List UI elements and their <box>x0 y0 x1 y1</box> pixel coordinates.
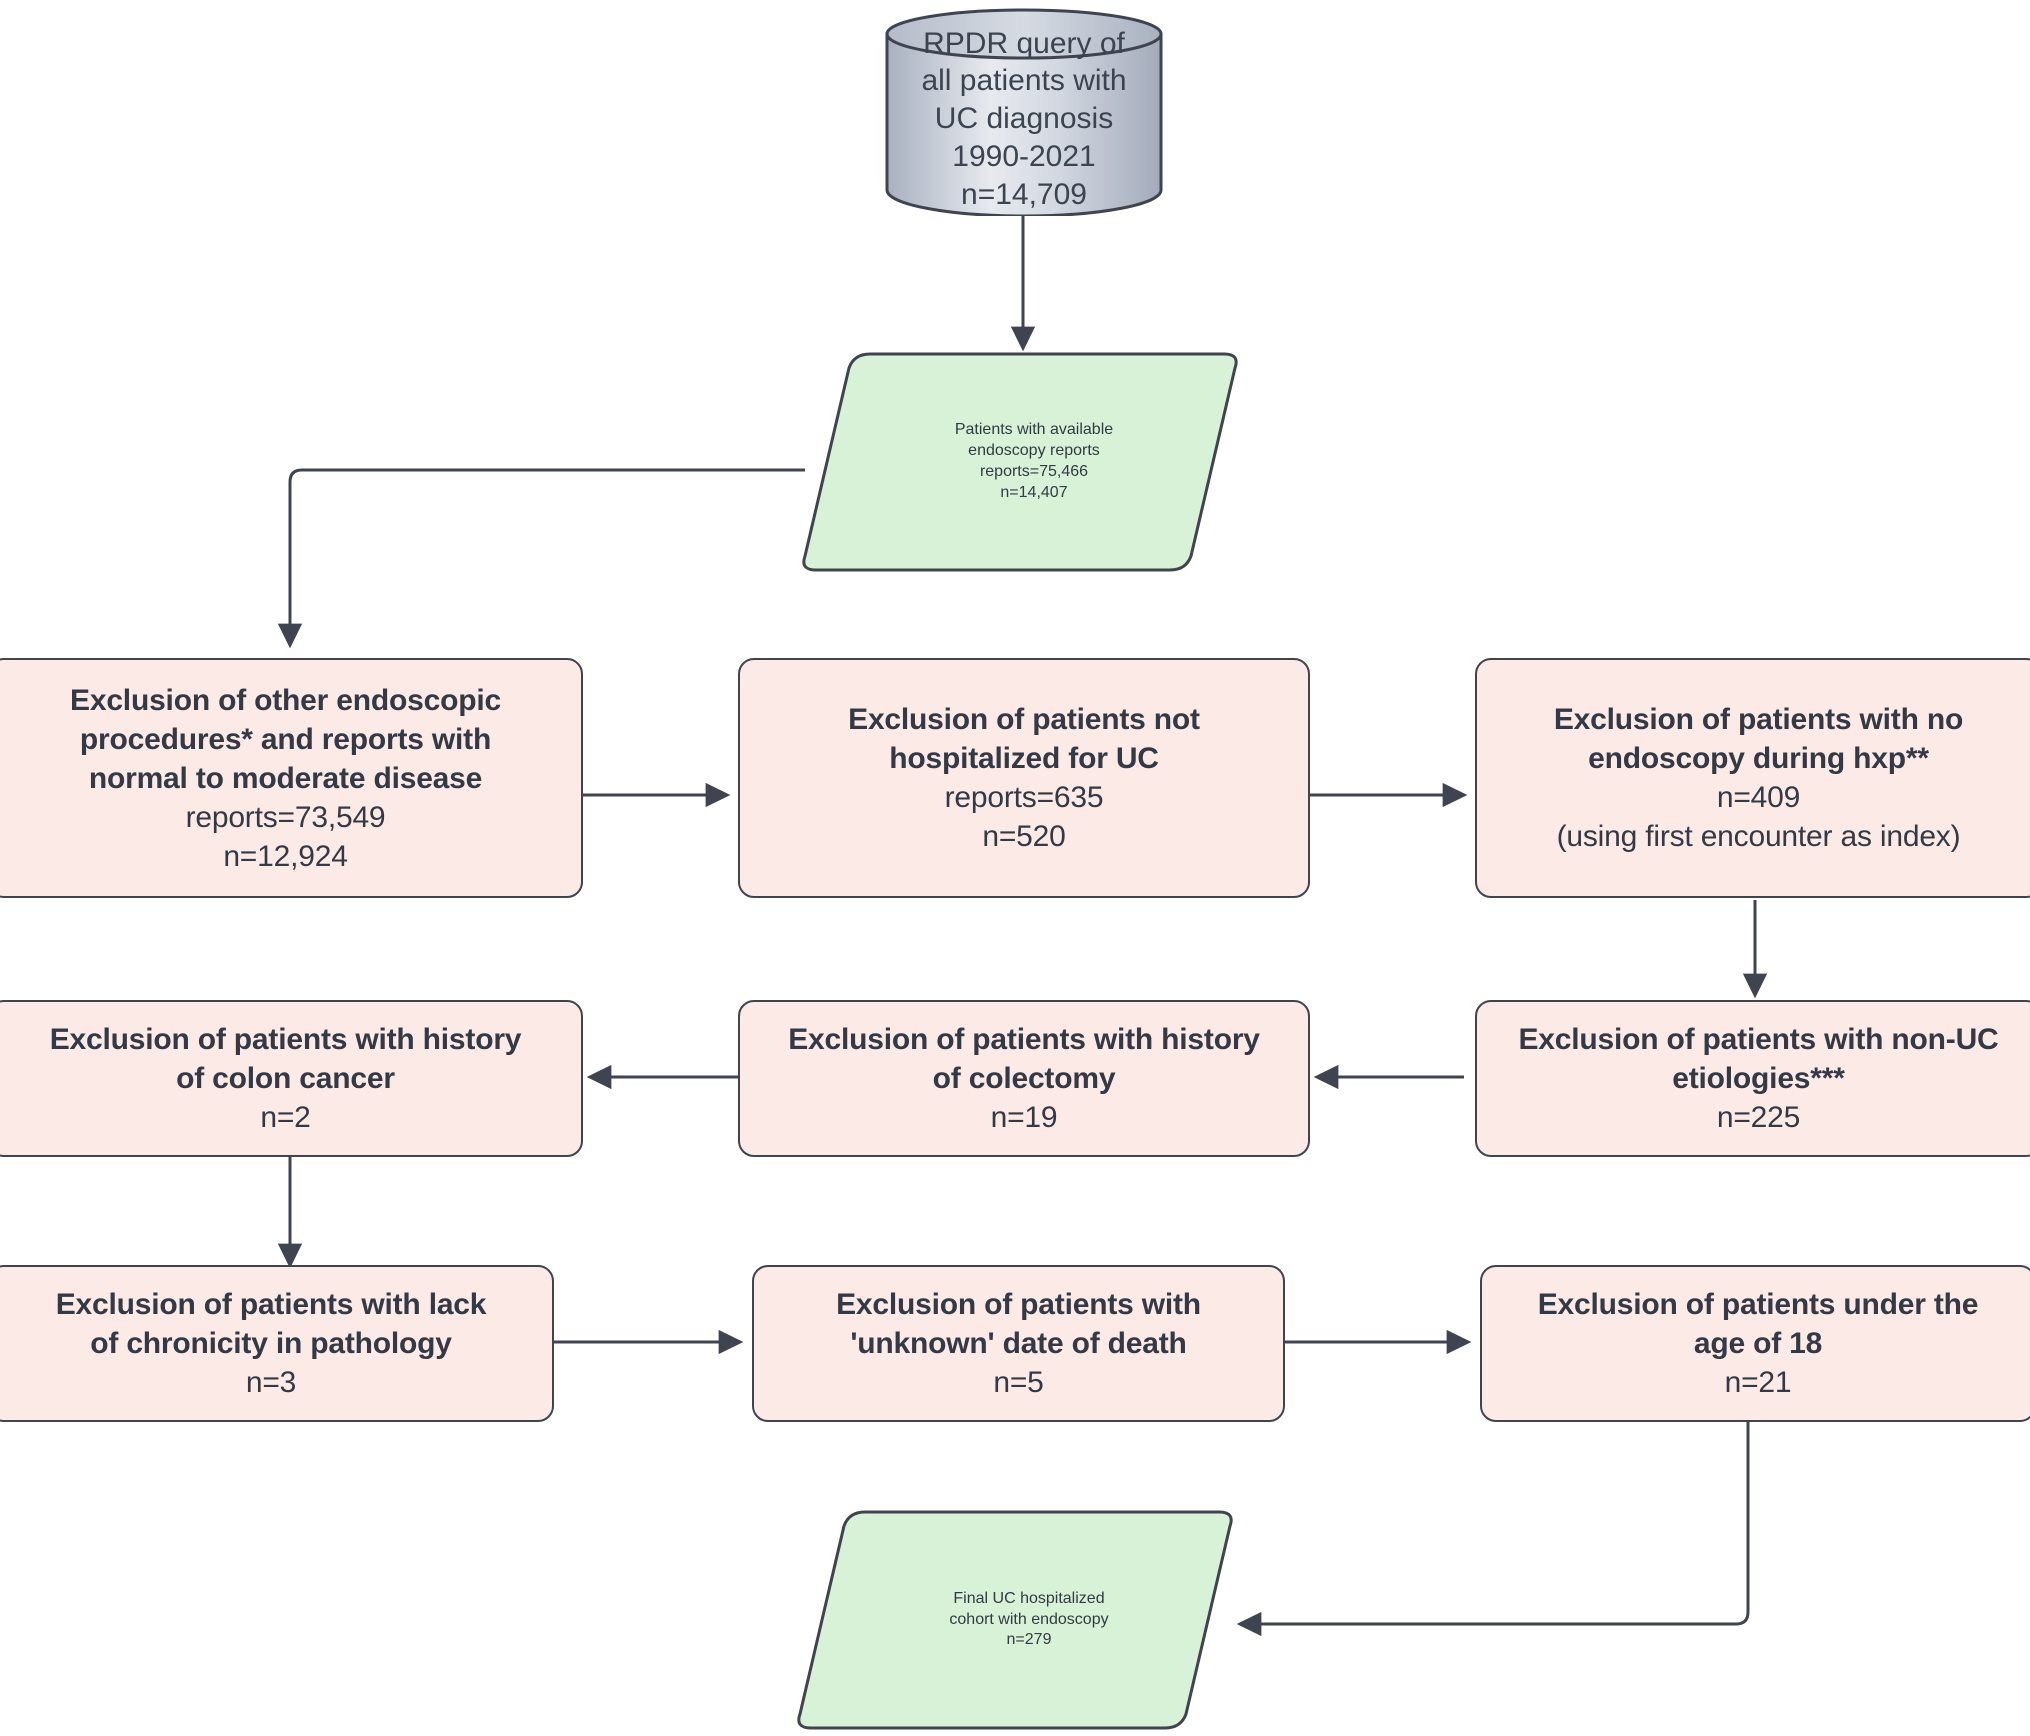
node-line: of colon cancer <box>176 1062 395 1095</box>
node-line: UC diagnosis <box>934 102 1114 136</box>
node-line: normal to moderate disease <box>88 761 483 795</box>
node-exclusion-not-hospitalized: Exclusion of patients not hospitalized f… <box>738 658 1310 898</box>
node-exclusion-history-colectomy: Exclusion of patients with history of co… <box>738 1000 1310 1157</box>
node-line: n=14,709 <box>961 177 1087 211</box>
node-line: n=5 <box>993 1366 1044 1399</box>
node-line: reports=73,549 <box>185 800 386 834</box>
node-line: n=225 <box>1716 1101 1801 1134</box>
parallelogram-shape <box>797 1510 1233 1730</box>
node-line: all patients with <box>921 64 1127 98</box>
node-line: n=409 <box>1716 781 1801 814</box>
node-line: n=3 <box>245 1366 297 1399</box>
node-line: Exclusion of patients with history <box>788 1023 1260 1056</box>
edge-available-reports-to-exclusion-endoscopic <box>277 468 805 649</box>
node-line: procedures* and reports with <box>79 722 492 756</box>
node-exclusion-non-uc-etiologies: Exclusion of patients with non-UC etiolo… <box>1475 1000 2030 1157</box>
node-line: reports=75,466 <box>979 463 1089 480</box>
node-line: Exclusion of patients under the <box>1537 1288 1979 1321</box>
node-line: 'unknown' date of death <box>850 1327 1187 1360</box>
node-exclusion-unknown-date-of-death: Exclusion of patients with 'unknown' dat… <box>752 1265 1285 1422</box>
node-line: Patients with available <box>954 421 1114 439</box>
node-final-cohort: Final UC hospitalized cohort with endosc… <box>785 1510 1245 1730</box>
node-line: Exclusion of patients with no <box>1553 703 1964 736</box>
cylinder-shape <box>885 8 1163 216</box>
node-line: Exclusion of other endoscopic <box>70 683 501 717</box>
node-line: etiologies*** <box>1672 1062 1845 1095</box>
parallelogram-shape <box>802 352 1238 572</box>
node-line: n=21 <box>1724 1366 1792 1399</box>
node-line: 1990-2021 <box>952 139 1096 173</box>
node-available-endoscopy-reports: Patients with available endoscopy report… <box>790 352 1250 572</box>
edge-under-18-to-final-cohort <box>1236 1420 1750 1637</box>
node-line: Exclusion of patients with history <box>49 1023 522 1056</box>
node-line: Exclusion of patients with <box>836 1288 1201 1321</box>
node-line: n=12,924 <box>223 839 348 873</box>
node-exclusion-no-endoscopy-during-hxp: Exclusion of patients with no endoscopy … <box>1475 658 2030 898</box>
node-line: (using first encounter as index) <box>1556 820 1961 853</box>
node-line: n=520 <box>982 820 1066 853</box>
node-line: of colectomy <box>932 1062 1116 1095</box>
node-line: age of 18 <box>1693 1327 1823 1360</box>
node-line: RPDR query of <box>923 26 1125 60</box>
node-line: n=14,407 <box>1000 483 1068 501</box>
node-line: hospitalized for UC <box>889 742 1159 775</box>
node-line: n=19 <box>990 1101 1058 1134</box>
node-line: n=2 <box>260 1101 311 1134</box>
node-source-rpdr-query: RPDR query of all patients with UC diagn… <box>885 8 1163 216</box>
node-exclusion-under-age-18: Exclusion of patients under the age of 1… <box>1480 1265 2030 1422</box>
node-line: reports=635 <box>944 781 1104 814</box>
node-exclusion-other-endoscopic-procedures: Exclusion of other endoscopic procedures… <box>0 658 583 898</box>
node-line: endoscopy during hxp** <box>1588 742 1929 775</box>
node-line: endoscopy reports <box>968 442 1100 460</box>
node-exclusion-history-colon-cancer: Exclusion of patients with history of co… <box>0 1000 583 1157</box>
node-line: Exclusion of patients not <box>848 703 1200 736</box>
node-line: Exclusion of patients with lack <box>55 1288 487 1321</box>
node-line: n=279 <box>1006 1631 1052 1649</box>
node-line: Exclusion of patients with non-UC <box>1518 1023 1999 1056</box>
node-line: Final UC hospitalized <box>953 1589 1105 1607</box>
node-line: of chronicity in pathology <box>90 1327 452 1360</box>
node-line: cohort with endoscopy <box>949 1610 1109 1628</box>
node-exclusion-lack-chronicity: Exclusion of patients with lack of chron… <box>0 1265 554 1422</box>
